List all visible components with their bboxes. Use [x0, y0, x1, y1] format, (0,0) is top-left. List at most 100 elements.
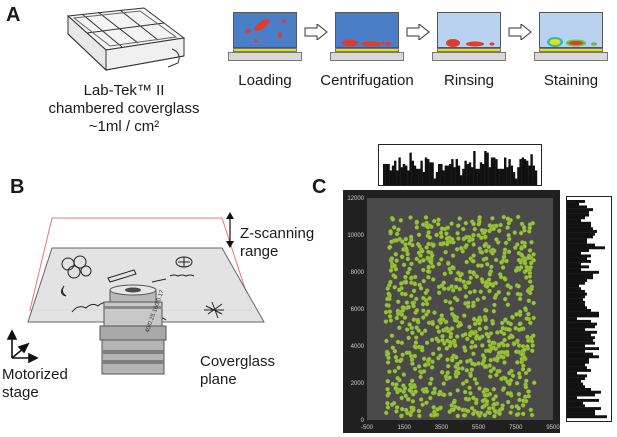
data-point [493, 292, 499, 298]
data-point [505, 283, 511, 288]
right-histogram-bar [567, 341, 595, 345]
data-point [482, 243, 487, 248]
data-point [513, 268, 519, 273]
data-point [455, 231, 460, 236]
data-point [447, 339, 453, 345]
data-point [487, 410, 492, 416]
data-point [444, 326, 450, 331]
data-point [409, 261, 414, 267]
data-point [395, 299, 401, 305]
right-histogram-bar [567, 235, 593, 239]
data-point [499, 260, 504, 265]
right-histogram-bar [567, 227, 593, 231]
data-point [454, 334, 460, 339]
data-point [491, 345, 496, 350]
data-point [483, 317, 488, 323]
right-histogram-bar [567, 273, 593, 277]
data-point [474, 381, 479, 386]
data-point [450, 357, 455, 363]
top-histogram-bar [462, 168, 465, 185]
top-histogram-bar [504, 157, 507, 185]
data-point [468, 391, 473, 396]
data-point [411, 407, 416, 413]
data-point [507, 370, 512, 376]
right-histogram-bar [567, 309, 591, 312]
data-point [516, 391, 522, 397]
data-point [421, 267, 426, 273]
data-point [497, 228, 502, 234]
step-label-loading: Loading [238, 72, 292, 89]
right-histogram-bar [567, 352, 593, 356]
data-point [426, 230, 431, 235]
data-point [403, 246, 409, 251]
data-point [449, 306, 454, 312]
right-histogram-bar [567, 205, 587, 209]
data-point [508, 410, 513, 415]
panel-b-label: B [10, 176, 25, 198]
data-point [405, 397, 411, 402]
data-point [494, 223, 499, 229]
data-point [389, 402, 395, 407]
data-point [432, 218, 437, 224]
data-point [464, 234, 469, 240]
top-histogram-bar [475, 168, 478, 185]
data-point [471, 303, 476, 308]
data-point [517, 309, 523, 315]
data-point [396, 227, 401, 232]
data-point [385, 360, 391, 365]
data-point [392, 368, 398, 374]
right-histogram-bar [567, 259, 591, 263]
data-point [450, 253, 456, 258]
data-point [402, 315, 408, 320]
data-point [528, 320, 533, 326]
data-point [394, 315, 400, 321]
data-point [478, 289, 484, 294]
dish-rinsing [437, 12, 501, 48]
data-point [488, 331, 494, 336]
top-histogram-bar [523, 159, 527, 185]
y-tick-label: 12000 [347, 196, 364, 202]
data-point [523, 378, 529, 384]
data-point [405, 251, 410, 257]
right-histogram-bar [567, 254, 591, 258]
data-point [421, 356, 427, 361]
data-point [494, 372, 499, 378]
data-point [471, 258, 476, 264]
data-point [484, 248, 489, 254]
data-point [400, 239, 405, 244]
data-point [522, 244, 527, 249]
right-histogram-bar [567, 344, 585, 348]
top-histogram-bar [528, 165, 531, 185]
data-point [393, 355, 399, 360]
data-point [430, 359, 435, 365]
data-point [414, 296, 419, 302]
data-point [460, 226, 466, 232]
data-point [486, 406, 492, 411]
data-point [463, 332, 468, 337]
data-point [401, 305, 406, 310]
y-tick-label: 0 [361, 418, 365, 424]
data-point [417, 413, 422, 419]
top-histogram-bar [468, 162, 472, 185]
top-histogram-bar [407, 170, 410, 185]
data-point [506, 236, 512, 242]
data-point [498, 222, 503, 228]
top-histogram-bar [508, 159, 511, 185]
data-point [497, 411, 502, 417]
top-histogram-frame [378, 144, 542, 186]
right-histogram-bar [567, 238, 587, 242]
data-point [460, 407, 466, 413]
data-point [465, 336, 470, 342]
data-point [388, 229, 393, 234]
data-point [412, 366, 418, 372]
panel-c-label: C [312, 176, 327, 198]
right-histogram-bar [567, 246, 605, 250]
data-point [470, 339, 475, 345]
data-point [531, 315, 536, 321]
data-point [439, 257, 444, 262]
right-histogram-bar [567, 249, 589, 252]
data-point [403, 393, 408, 399]
top-histogram-bar [385, 163, 388, 185]
coverglass-staining [539, 48, 603, 52]
plane-text: plane [200, 371, 237, 388]
